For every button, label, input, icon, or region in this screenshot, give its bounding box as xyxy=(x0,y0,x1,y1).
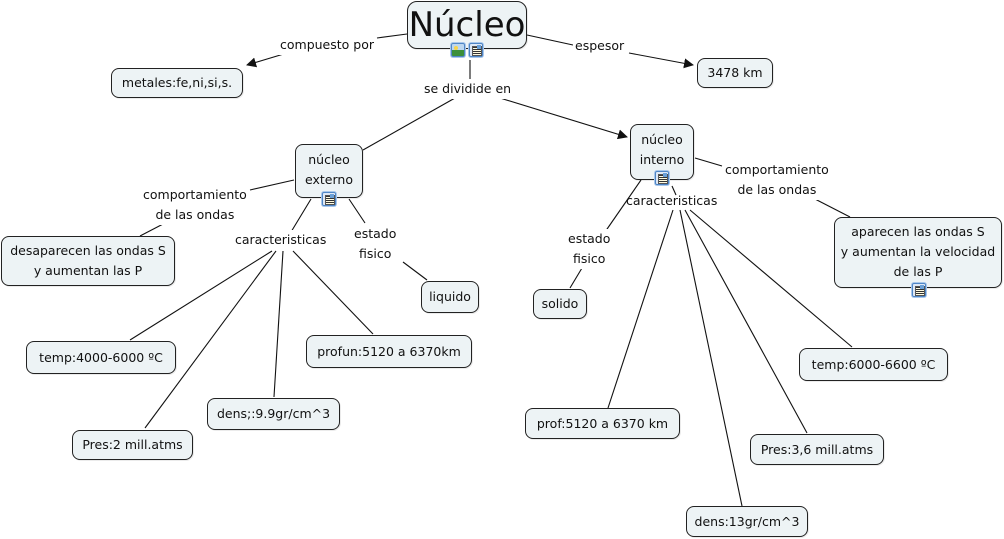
node-text: desaparecen las ondas S xyxy=(10,243,166,258)
node-text: y aumentan las P xyxy=(33,263,143,278)
document-resource-icon[interactable] xyxy=(655,171,669,185)
node-ext-dens[interactable]: dens;:9.9gr/cm^3 xyxy=(207,398,340,430)
link-text: caracteristicas xyxy=(235,232,327,247)
link-text: comportamiento xyxy=(143,187,247,202)
line-caract-dens-ext xyxy=(273,250,284,398)
node-ext-temp[interactable]: temp:4000-6000 ºC xyxy=(26,341,176,374)
node-nucleo-externo[interactable]: núcleo externo xyxy=(295,144,363,198)
node-metales[interactable]: metales:fe,ni,si,s. xyxy=(111,68,243,98)
link-ext-comportamiento: comportamiento de las ondas xyxy=(141,185,249,225)
link-text: se dividide en xyxy=(424,81,512,96)
line-externo-estado xyxy=(348,198,366,224)
node-text: dens:13gr/cm^3 xyxy=(694,513,800,529)
line-compuesto-metales xyxy=(246,52,288,68)
node-espesor-value[interactable]: 3478 km xyxy=(697,58,773,88)
node-ext-ondas[interactable]: desaparecen las ondas S y aumentan las P xyxy=(1,236,175,286)
link-text: comportamiento xyxy=(725,162,829,177)
line-caract-pres-ext xyxy=(144,250,277,429)
node-int-pres[interactable]: Pres:3,6 mill.atms xyxy=(750,434,884,465)
line-divide-interno xyxy=(499,97,628,140)
link-text: estado xyxy=(354,226,397,241)
link-int-estado: estado fisico xyxy=(566,229,613,269)
link-text: caracteristicas xyxy=(626,193,718,208)
link-int-comportamiento: comportamiento de las ondas xyxy=(723,160,831,200)
node-text: de las P xyxy=(893,264,943,279)
root-label: Núcleo xyxy=(408,5,526,45)
node-text: temp:6000-6600 ºC xyxy=(811,356,936,372)
image-resource-icon[interactable] xyxy=(451,43,465,57)
node-text: liquido xyxy=(429,289,471,304)
node-text: núcleo xyxy=(641,132,683,147)
line-root-compuesto xyxy=(376,33,408,39)
node-text: Pres:2 mill.atms xyxy=(82,437,183,452)
link-text: de las ondas xyxy=(737,182,817,197)
line-caract-prof-int xyxy=(607,209,674,409)
node-text: y aumentan la velocidad xyxy=(840,244,996,259)
node-int-prof[interactable]: prof:5120 a 6370 km xyxy=(525,408,680,439)
node-text: solido xyxy=(541,296,579,311)
node-ext-pres[interactable]: Pres:2 mill.atms xyxy=(72,430,193,460)
line-estado-solido xyxy=(569,267,583,289)
link-text: estado xyxy=(568,231,611,246)
node-text: Pres:3,6 mill.atms xyxy=(760,441,874,457)
node-ext-prof[interactable]: profun:5120 a 6370km xyxy=(306,335,472,368)
node-int-ondas[interactable]: aparecen las ondas S y aumentan la veloc… xyxy=(834,217,1002,288)
link-text: fisico xyxy=(358,246,392,261)
node-text: prof:5120 a 6370 km xyxy=(536,415,669,431)
line-interno-comport xyxy=(694,157,723,167)
node-int-dens[interactable]: dens:13gr/cm^3 xyxy=(686,506,808,537)
line-comport-ondas-ext xyxy=(139,222,166,237)
line-externo-comport xyxy=(249,179,295,191)
link-text: de las ondas xyxy=(155,207,235,222)
line-caract-prof-ext xyxy=(292,250,374,335)
line-estado-liquido xyxy=(402,261,428,281)
node-int-temp[interactable]: temp:6000-6600 ºC xyxy=(799,348,948,381)
link-text: fisico xyxy=(572,251,606,266)
node-ext-liquido[interactable]: liquido xyxy=(421,281,479,313)
link-ext-caracteristicas: caracteristicas xyxy=(233,230,329,250)
node-text: núcleo xyxy=(308,152,350,167)
line-caract-temp-int xyxy=(689,209,853,348)
node-text: externo xyxy=(305,172,353,187)
document-resource-icon[interactable] xyxy=(469,43,483,57)
node-int-solido[interactable]: solido xyxy=(533,289,587,319)
link-int-caracteristicas: caracteristicas xyxy=(624,191,719,211)
line-caract-temp-ext xyxy=(129,250,273,341)
line-externo-caract xyxy=(290,198,312,233)
line-espesor-value xyxy=(628,52,694,69)
link-text: espesor xyxy=(575,38,625,53)
line-divide-externo xyxy=(362,97,456,151)
link-compuesto-por: compuesto por xyxy=(278,35,377,55)
line-caract-dens-int xyxy=(679,209,743,507)
link-text: compuesto por xyxy=(280,37,375,52)
line-caract-pres-int xyxy=(684,209,808,434)
node-text: temp:4000-6000 ºC xyxy=(39,349,163,365)
line-comport-ondas-int xyxy=(812,197,851,218)
document-resource-icon[interactable] xyxy=(322,192,336,206)
link-espesor: espesor xyxy=(573,36,627,56)
line-root-espesor xyxy=(526,34,574,46)
line-interno-caract xyxy=(671,185,677,196)
node-text: profun:5120 a 6370km xyxy=(317,343,461,359)
root-node-nucleo[interactable]: Núcleo xyxy=(407,1,527,49)
link-ext-estado: estado fisico xyxy=(352,224,399,264)
node-text: 3478 km xyxy=(707,65,763,80)
node-text: interno xyxy=(639,152,685,167)
document-resource-icon[interactable] xyxy=(912,283,926,297)
node-text: metales:fe,ni,si,s. xyxy=(121,75,233,90)
link-se-divide-en: se dividide en xyxy=(422,79,514,99)
line-interno-estado xyxy=(604,179,642,233)
node-text: dens;:9.9gr/cm^3 xyxy=(216,406,331,421)
node-text: aparecen las ondas S xyxy=(851,224,985,239)
